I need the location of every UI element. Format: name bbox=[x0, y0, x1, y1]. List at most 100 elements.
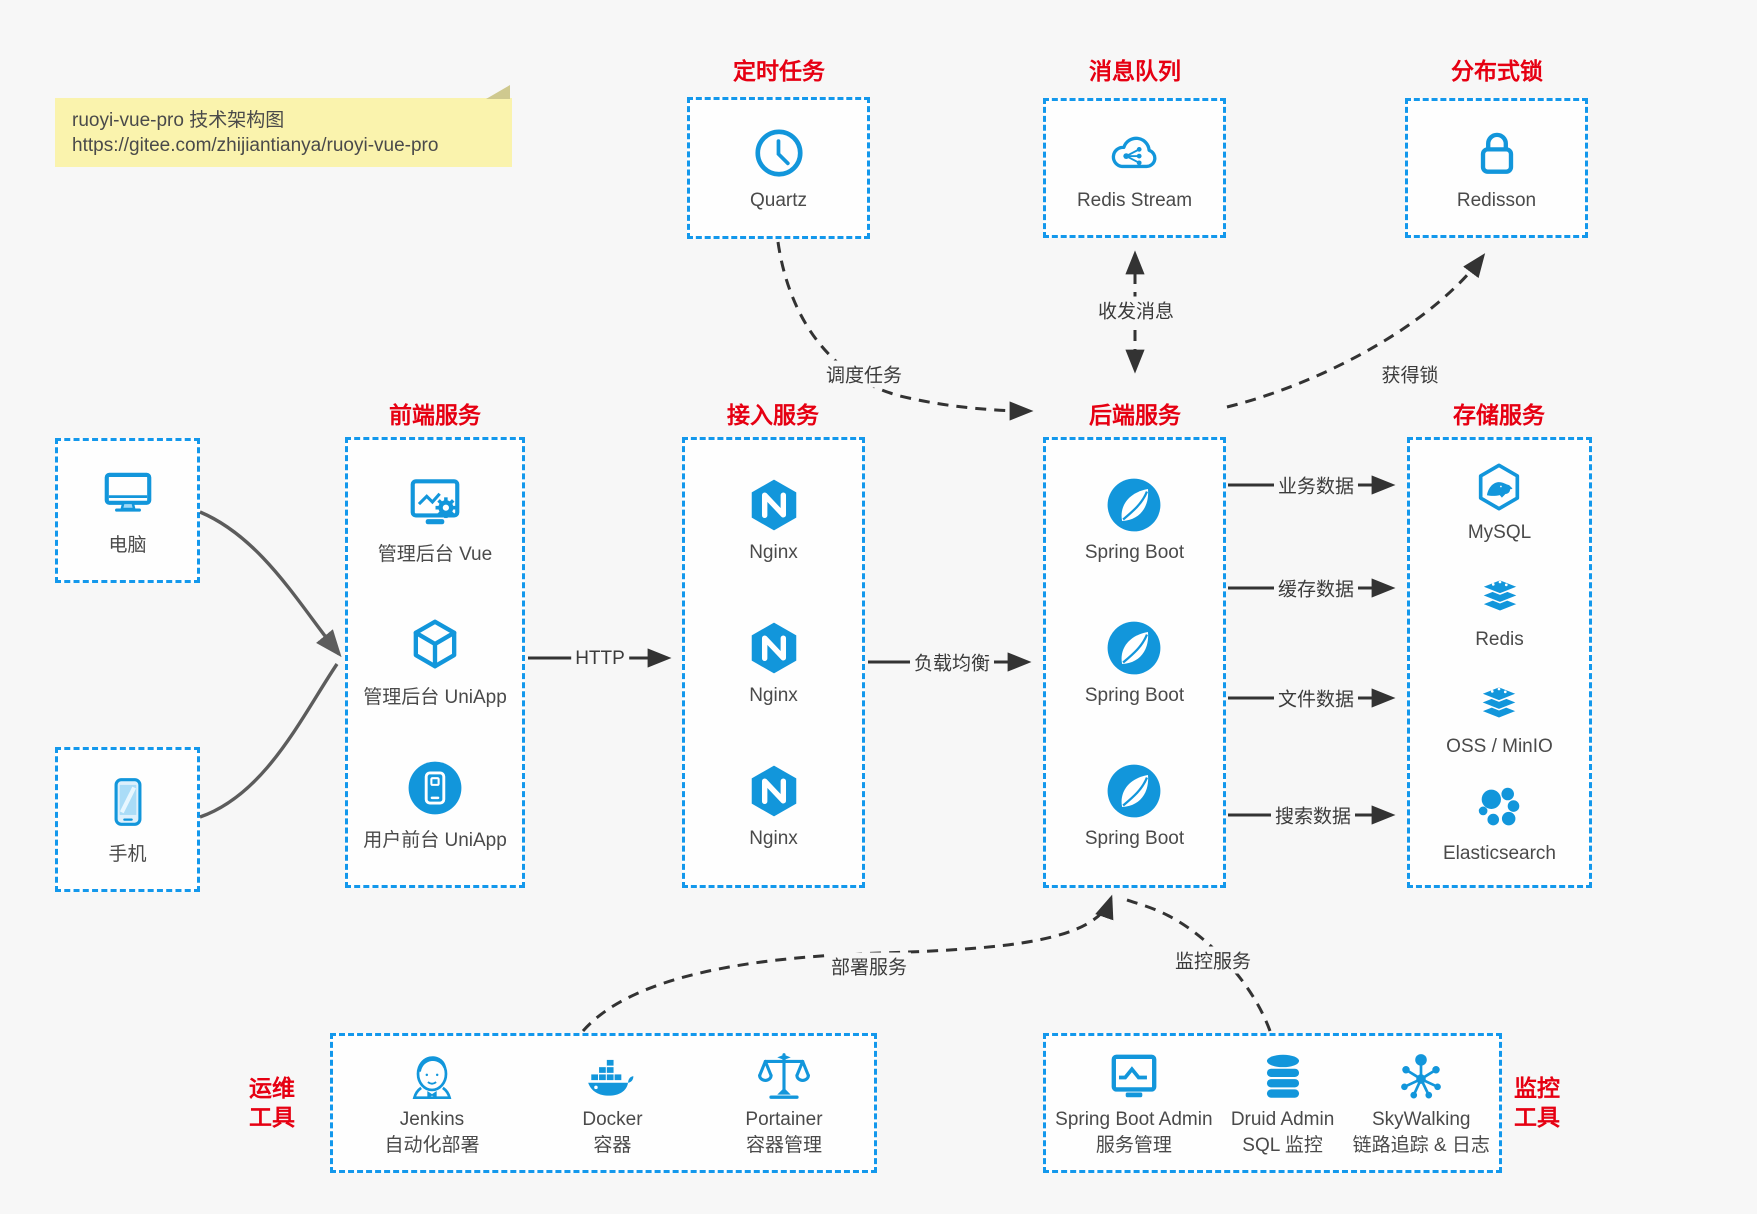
sticky-note: ruoyi-vue-pro 技术架构图 https://gitee.com/zh… bbox=[55, 85, 512, 167]
spring-boot-admin-icon bbox=[1105, 1048, 1163, 1106]
skywalking-icon bbox=[1392, 1048, 1450, 1106]
node-label: 用户前台 UniApp bbox=[363, 830, 507, 851]
docker-icon bbox=[583, 1048, 641, 1106]
node-label: Spring Boot bbox=[1084, 827, 1185, 849]
nginx-icon bbox=[745, 476, 803, 534]
node-springboot-1: Spring Boot bbox=[1085, 476, 1184, 564]
edge-label-monitor-service: 监控服务 bbox=[1170, 946, 1256, 974]
node-label: 管理后台 Vue bbox=[377, 544, 493, 565]
edge-label-cache-data: 缓存数据 bbox=[1273, 574, 1359, 602]
clock-icon bbox=[750, 124, 808, 182]
node-docker: Docker 容器 bbox=[582, 1048, 643, 1158]
title-access-services: 接入服务 bbox=[727, 402, 819, 428]
druid-icon bbox=[1254, 1048, 1312, 1106]
spring-boot-icon bbox=[1105, 619, 1163, 677]
node-label: MySQL bbox=[1467, 521, 1532, 543]
edge-pc-to-frontend bbox=[199, 510, 342, 658]
node-label: Jenkins bbox=[399, 1109, 465, 1130]
note-fold-corner bbox=[486, 85, 510, 99]
node-mysql: MySQL bbox=[1468, 460, 1531, 544]
node-label: SkyWalking bbox=[1371, 1109, 1471, 1130]
box-client-mobile: 手机 bbox=[55, 747, 200, 892]
storage-stack-icon bbox=[1472, 674, 1526, 728]
smartphone-icon bbox=[99, 773, 157, 831]
node-label: Spring Boot bbox=[1084, 541, 1185, 563]
node-label: Elasticsearch bbox=[1443, 843, 1556, 865]
box-message-queue: Redis Stream bbox=[1043, 98, 1226, 238]
node-label: Nginx bbox=[749, 684, 798, 706]
box-ops-tools: Jenkins 自动化部署 Docker 容器 Portainer 容器管理 bbox=[330, 1033, 877, 1173]
node-oss-minio: OSS / MinIO bbox=[1446, 674, 1553, 758]
box-scheduled-task: Quartz bbox=[687, 97, 870, 239]
title-message-queue: 消息队列 bbox=[1089, 58, 1181, 84]
node-desc: 服务管理 bbox=[1095, 1135, 1172, 1156]
lock-icon bbox=[1468, 124, 1526, 182]
box-storage-services: MySQL Redis OSS / MinIO Elasticsearch bbox=[1407, 437, 1592, 888]
edge-label-search-data: 搜索数据 bbox=[1270, 801, 1356, 829]
node-label: OSS / MinIO bbox=[1446, 736, 1553, 758]
node-mobile: 手机 bbox=[99, 773, 157, 866]
node-label: Quartz bbox=[749, 190, 808, 211]
jenkins-icon bbox=[403, 1048, 461, 1106]
node-pc: 电脑 bbox=[99, 464, 157, 557]
box-client-pc: 电脑 bbox=[55, 438, 200, 583]
node-nginx-1: Nginx bbox=[745, 476, 803, 564]
node-redisson: Redisson bbox=[1457, 124, 1536, 212]
node-spring-boot-admin: Spring Boot Admin 服务管理 bbox=[1055, 1048, 1213, 1158]
node-redis-stream: Redis Stream bbox=[1077, 124, 1192, 212]
node-label: Druid Admin bbox=[1230, 1109, 1335, 1130]
edge-mobile-to-frontend bbox=[199, 663, 339, 819]
uniapp-cube-icon bbox=[406, 616, 464, 674]
node-desc: SQL 监控 bbox=[1242, 1135, 1323, 1156]
node-desc: 自动化部署 bbox=[384, 1135, 480, 1156]
node-admin-vue: 管理后台 Vue bbox=[378, 473, 492, 566]
node-admin-uniapp: 管理后台 UniApp bbox=[363, 616, 507, 709]
elasticsearch-icon bbox=[1473, 781, 1527, 835]
desktop-icon bbox=[99, 464, 157, 522]
edge-label-http: HTTP bbox=[571, 648, 629, 670]
node-jenkins: Jenkins 自动化部署 bbox=[384, 1048, 479, 1158]
node-desc: 容器 bbox=[593, 1135, 632, 1156]
node-desc: 容器管理 bbox=[745, 1135, 822, 1156]
node-label: 手机 bbox=[108, 844, 147, 865]
node-springboot-2: Spring Boot bbox=[1085, 619, 1184, 707]
node-label: Redisson bbox=[1456, 190, 1537, 211]
box-distributed-lock: Redisson bbox=[1405, 98, 1588, 238]
node-portainer: Portainer 容器管理 bbox=[745, 1048, 823, 1158]
spring-boot-icon bbox=[1105, 762, 1163, 820]
node-user-uniapp: 用户前台 UniApp bbox=[363, 759, 507, 852]
admin-vue-icon bbox=[406, 473, 464, 531]
node-label: Nginx bbox=[749, 827, 798, 849]
node-label: Redis bbox=[1475, 628, 1524, 650]
node-label: Redis Stream bbox=[1076, 190, 1193, 211]
node-label: Docker bbox=[582, 1109, 643, 1130]
nginx-icon bbox=[745, 619, 803, 677]
edge-label-load-balance: 负载均衡 bbox=[909, 648, 995, 676]
title-distributed-lock: 分布式锁 bbox=[1451, 58, 1543, 84]
node-nginx-2: Nginx bbox=[745, 619, 803, 707]
redis-icon bbox=[1473, 567, 1527, 621]
title-backend-services: 后端服务 bbox=[1089, 402, 1181, 428]
user-app-icon bbox=[406, 759, 464, 817]
nginx-icon bbox=[745, 762, 803, 820]
edge-label-schedule-task: 调度任务 bbox=[821, 360, 907, 388]
node-quartz: Quartz bbox=[750, 124, 808, 212]
node-label: 管理后台 UniApp bbox=[363, 687, 507, 708]
title-monitor-tools: 监控 工具 bbox=[1514, 1075, 1560, 1130]
spring-boot-icon bbox=[1105, 476, 1163, 534]
edge-label-file-data: 文件数据 bbox=[1273, 684, 1359, 712]
title-frontend-services: 前端服务 bbox=[389, 402, 481, 428]
edge-label-deploy-service: 部署服务 bbox=[826, 952, 912, 980]
title-ops-tools: 运维 工具 bbox=[249, 1075, 295, 1130]
node-springboot-3: Spring Boot bbox=[1085, 762, 1184, 850]
node-redis: Redis bbox=[1473, 567, 1527, 651]
box-access-services: Nginx Nginx Nginx bbox=[682, 437, 865, 888]
node-label: Spring Boot bbox=[1084, 684, 1185, 706]
node-druid-admin: Druid Admin SQL 监控 bbox=[1230, 1048, 1335, 1158]
edge-label-business-data: 业务数据 bbox=[1273, 471, 1359, 499]
node-label: 电脑 bbox=[108, 535, 147, 556]
note-url: https://gitee.com/zhijiantianya/ruoyi-vu… bbox=[72, 135, 439, 156]
node-label: Nginx bbox=[749, 541, 798, 563]
edge-acquire-lock bbox=[1226, 253, 1486, 409]
